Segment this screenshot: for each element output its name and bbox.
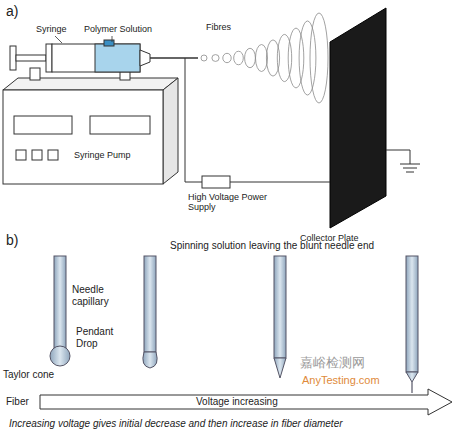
leader-line — [112, 36, 113, 42]
caption-note: Increasing voltage gives initial decreas… — [9, 418, 455, 430]
fibre-loop — [201, 55, 207, 61]
part-label: Needle capillary — [72, 284, 130, 307]
part-label: Fiber — [6, 396, 29, 408]
high-voltage-wire — [185, 58, 330, 188]
fibre-loop — [245, 48, 256, 67]
fibre-loop — [288, 28, 304, 88]
fibre-loop — [310, 13, 328, 103]
collector-plate — [330, 8, 386, 228]
part-label: Syringe Pump — [74, 150, 131, 160]
fibre-loop — [234, 51, 244, 65]
part-label: Taylor cone — [3, 369, 54, 381]
part-label: Pendant Drop — [76, 326, 132, 349]
fibre-loop — [256, 45, 268, 72]
fibre-loop — [299, 21, 316, 95]
part-label: Syringe — [36, 24, 67, 34]
watermark: AnyTesting.com — [302, 374, 380, 387]
panel-letter: b) — [6, 232, 18, 248]
watermark: 嘉峪检测网 — [300, 356, 365, 371]
fibre-loop — [223, 53, 231, 62]
voltage-arrow — [40, 389, 452, 415]
panel-letter: a) — [6, 3, 18, 19]
heading-note: Spinning solution leaving the blunt need… — [170, 240, 374, 252]
part-label: High Voltage Power Supply — [188, 192, 284, 213]
syringe-pump — [3, 78, 178, 184]
fibre-loop — [212, 55, 219, 62]
leader-line — [55, 36, 62, 43]
fibre-spiral — [201, 13, 328, 103]
arrow-label: Voltage increasing — [196, 396, 278, 408]
syringe — [10, 40, 198, 80]
ground-symbol — [386, 150, 420, 172]
needle-capillaries — [50, 256, 418, 393]
part-label: Polymer Solution — [84, 24, 152, 34]
part-label: Fibres — [206, 22, 231, 32]
